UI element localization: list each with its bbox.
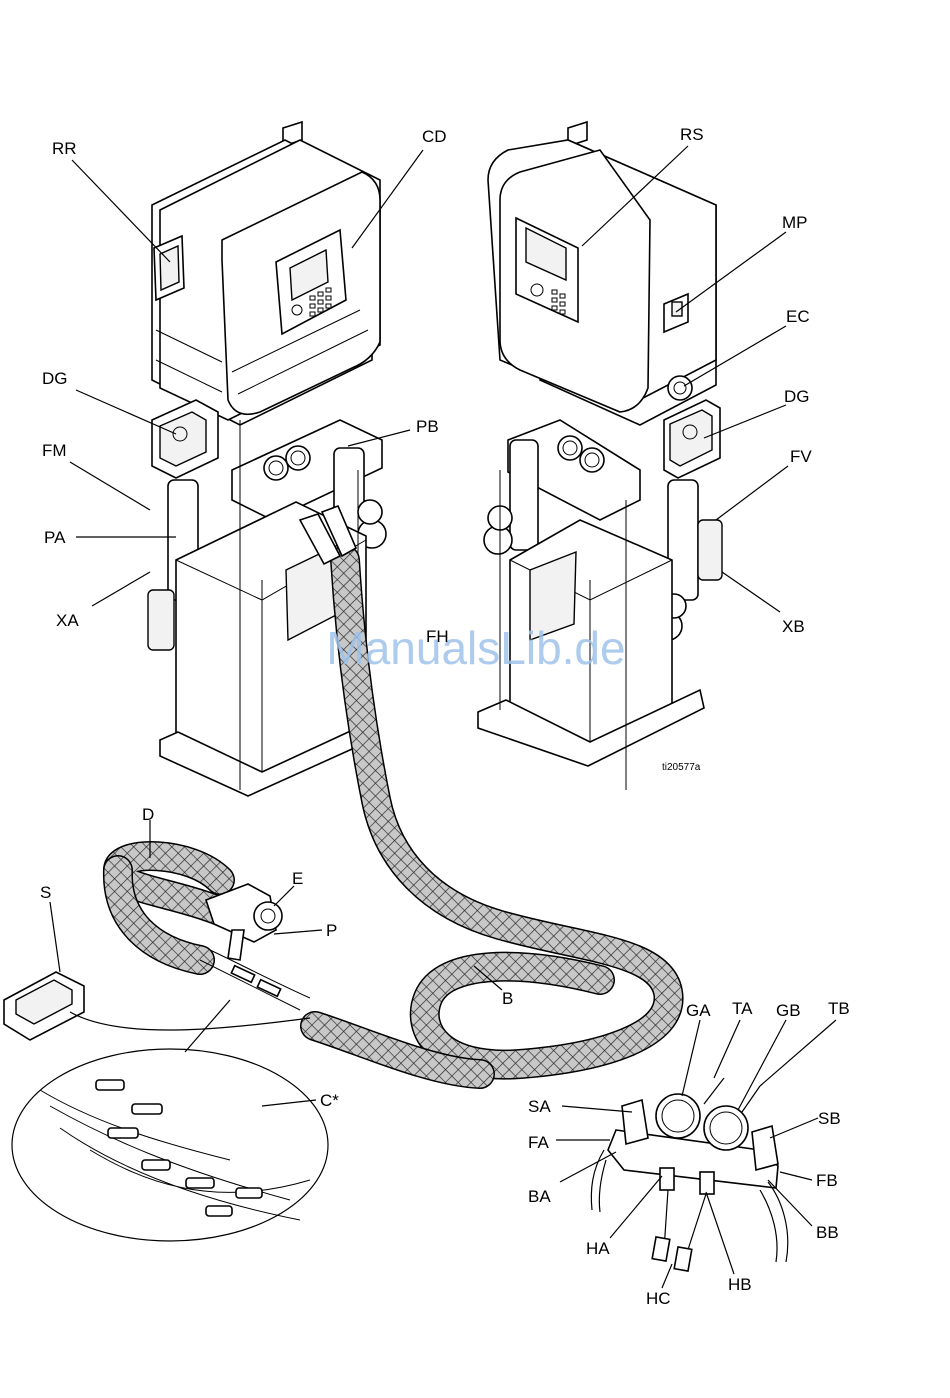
label-dg-right: DG [784,387,810,406]
label-ha: HA [586,1239,610,1258]
label-fa: FA [528,1133,549,1152]
label-c: C* [320,1091,339,1110]
label-rr: RR [52,139,77,158]
label-b: B [502,989,513,1008]
label-xa: XA [56,611,79,630]
label-tb: TB [828,999,850,1018]
label-xb: XB [782,617,805,636]
right-proportioner-unit [478,122,722,790]
label-pa: PA [44,528,66,547]
label-cd: CD [422,127,447,146]
label-sa: SA [528,1097,551,1116]
label-e: E [292,869,303,888]
label-hb: HB [728,1275,752,1294]
spray-gun [206,884,282,960]
label-fh: FH [426,627,449,646]
label-d: D [142,805,154,824]
label-hc: HC [646,1289,671,1308]
label-fm: FM [42,441,67,460]
label-ta: TA [732,999,753,1018]
label-fb: FB [816,1171,838,1190]
label-ga: GA [686,1001,711,1020]
label-bb: BB [816,1223,839,1242]
label-sb: SB [818,1109,841,1128]
label-gb: GB [776,1001,801,1020]
label-fv: FV [790,447,812,466]
label-pb: PB [416,417,439,436]
image-code: ti20577a [662,762,701,773]
watermark: ManualsLib.de [326,622,625,674]
label-p: P [326,921,337,940]
label-rs: RS [680,125,704,144]
label-mp: MP [782,213,808,232]
label-dg-left: DG [42,369,68,388]
fluid-manifold-detail [591,1078,787,1271]
detail-inset-c [12,1000,328,1241]
label-ba: BA [528,1187,551,1206]
label-ec: EC [786,307,810,326]
label-s: S [40,883,51,902]
